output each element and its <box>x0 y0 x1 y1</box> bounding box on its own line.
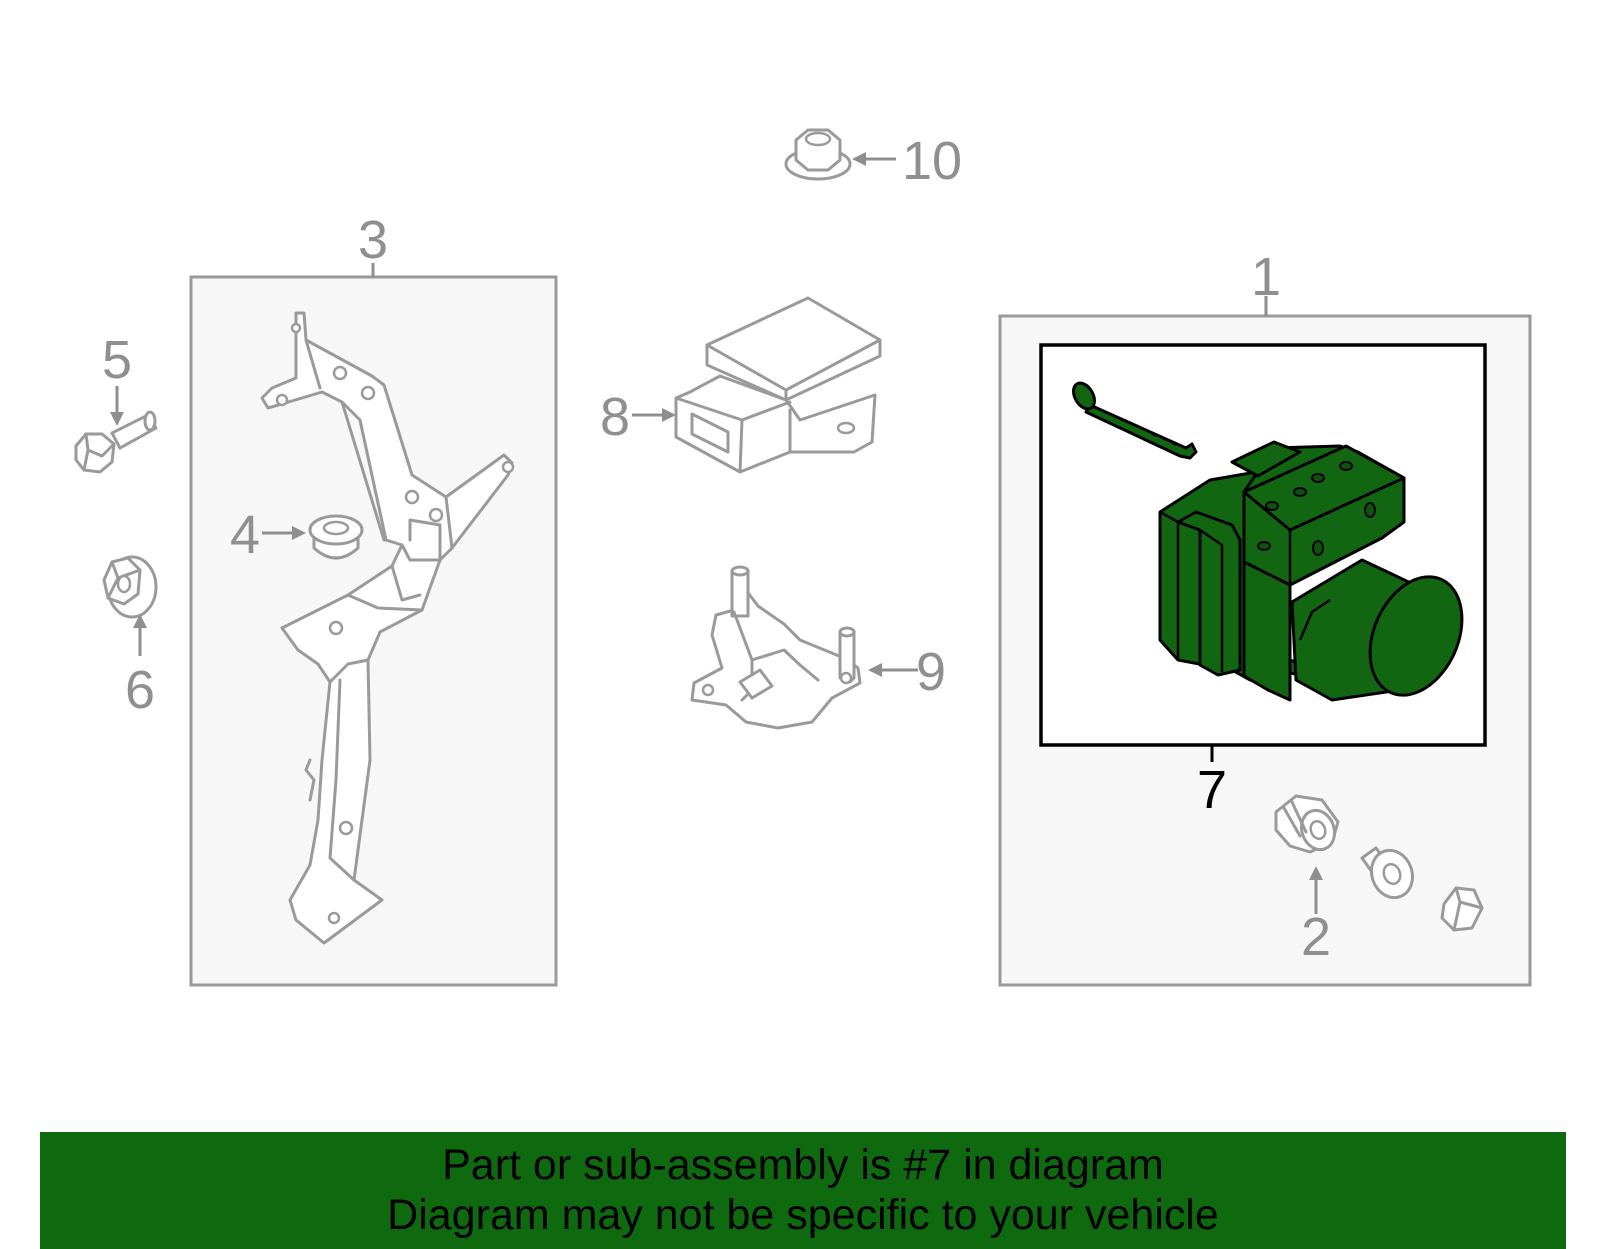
callout-6-arrow <box>133 614 147 628</box>
part-2-nut[interactable] <box>1440 886 1484 932</box>
callout-2-arrow <box>1309 866 1323 880</box>
banner-line-1: Part or sub-assembly is #7 in diagram <box>442 1141 1164 1189</box>
part-2-mount-insulator[interactable] <box>1274 794 1340 854</box>
callout-10-arrow <box>852 152 866 166</box>
callout-7[interactable]: 7 <box>1197 760 1227 820</box>
callout-6[interactable]: 6 <box>125 660 155 720</box>
callout-8[interactable]: 8 <box>600 387 630 447</box>
callout-2[interactable]: 2 <box>1301 907 1331 967</box>
banner-line-2: Diagram may not be specific to your vehi… <box>387 1191 1219 1239</box>
callout-3[interactable]: 3 <box>358 210 388 270</box>
part-2-bolt[interactable] <box>1360 845 1419 904</box>
part-8-sensor[interactable] <box>674 296 882 474</box>
part-9-sensor-bracket[interactable] <box>690 565 862 730</box>
callout-9[interactable]: 9 <box>916 642 946 702</box>
callout-5-arrow <box>110 412 124 426</box>
callout-4-arrow <box>292 526 306 540</box>
part-6-nut[interactable] <box>102 555 158 619</box>
callout-8-arrow <box>662 408 676 422</box>
callout-9-arrow <box>868 663 882 677</box>
part-4-grommet[interactable] <box>308 514 364 560</box>
part-10-flange-nut[interactable] <box>784 128 852 181</box>
part-5-bolt[interactable] <box>74 410 158 474</box>
part-3-bracket[interactable] <box>260 311 515 945</box>
info-banner: Part or sub-assembly is #7 in diagram Di… <box>40 1132 1566 1249</box>
callout-10[interactable]: 10 <box>902 131 962 191</box>
part-7-abs-modulator[interactable] <box>1069 379 1479 709</box>
callout-4[interactable]: 4 <box>230 505 260 565</box>
callout-5[interactable]: 5 <box>102 330 132 390</box>
callout-1[interactable]: 1 <box>1251 247 1281 307</box>
